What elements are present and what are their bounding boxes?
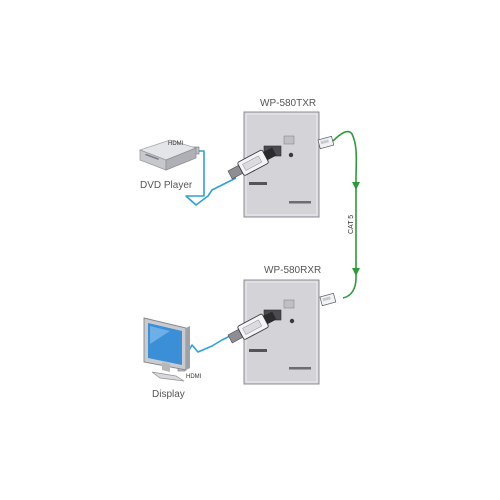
cat5-rj45-plug-top bbox=[317, 135, 335, 150]
receiver-rj45-port bbox=[283, 299, 295, 309]
transmitter-rj45-port bbox=[283, 135, 295, 145]
receiver-led-indicator bbox=[289, 318, 295, 324]
tx-hdmi-plug bbox=[227, 147, 277, 180]
dvd-player-side bbox=[165, 147, 197, 171]
dvd-hdmi-port-label: HDMI bbox=[168, 141, 184, 147]
dvd-player-label: DVD Player bbox=[140, 180, 193, 191]
dvd-disc-tray bbox=[145, 153, 159, 160]
cat5-cable: CAT 5 bbox=[317, 130, 360, 307]
cat5-cable-line bbox=[332, 130, 358, 299]
cat5-direction-arrow-bottom bbox=[352, 268, 360, 276]
display-monitor: HDMI Display bbox=[143, 317, 202, 400]
transmitter-led-indicator bbox=[288, 152, 294, 158]
transmitter-brand-logo bbox=[249, 182, 267, 185]
receiver-model-mark bbox=[289, 367, 311, 370]
monitor-screen-shine bbox=[150, 326, 170, 344]
monitor-neck bbox=[162, 362, 170, 372]
cat5-direction-arrow-top bbox=[352, 182, 360, 190]
dvd-player: HDMI DVD Player bbox=[138, 139, 198, 191]
display-label: Display bbox=[152, 389, 185, 400]
rx-hdmi-plug bbox=[227, 311, 277, 344]
receiver-brand-logo bbox=[249, 349, 267, 352]
cat5-cable-label: CAT 5 bbox=[348, 215, 355, 234]
cat5-rj45-plug-bottom bbox=[319, 292, 337, 307]
monitor-stand-base bbox=[151, 371, 185, 382]
hdmi-cable-source-line bbox=[185, 150, 237, 206]
transmitter-model-label: WP-580TXR bbox=[260, 98, 316, 109]
receiver-model-label: WP-580RXR bbox=[264, 265, 321, 276]
display-hdmi-port-label: HDMI bbox=[186, 374, 202, 380]
transmitter-model-mark bbox=[289, 201, 311, 204]
monitor-side bbox=[186, 326, 190, 370]
